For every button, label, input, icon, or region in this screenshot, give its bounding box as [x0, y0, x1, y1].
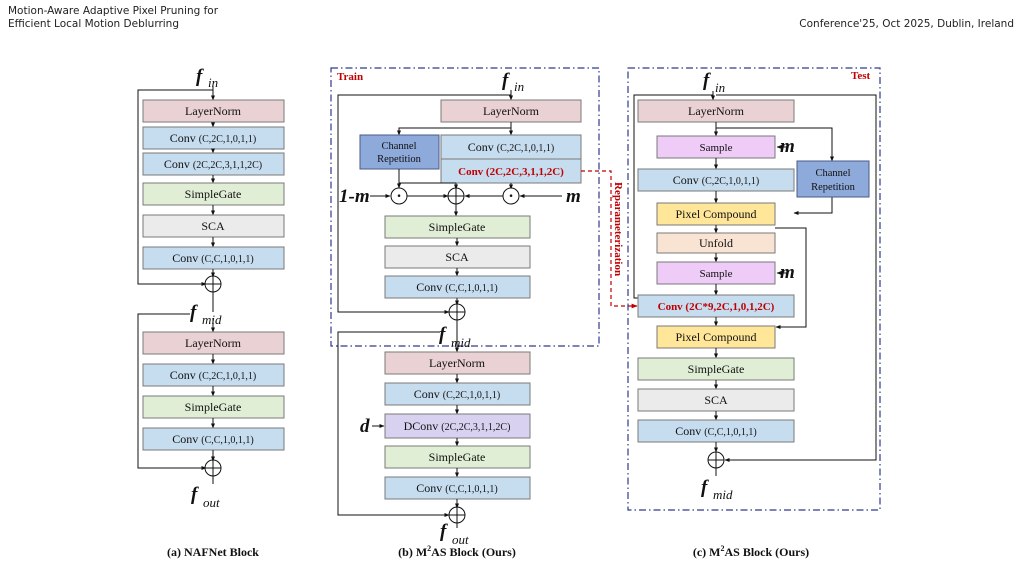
f-mid-symbol-b: f: [439, 324, 447, 345]
channel-repetition-label-2: Repetition: [377, 154, 421, 165]
f-mid-symbol-a: f: [190, 302, 198, 323]
unfold-label: Unfold: [699, 236, 733, 250]
reparameterization-label: Reparameterization: [612, 182, 624, 276]
conv-label: Conv (C,C,1,0,1,1): [172, 432, 254, 446]
add-icon: [204, 459, 222, 477]
dconv-label: DConv (2C,2C,3,1,1,2C): [404, 419, 511, 433]
conv-label: Conv (C,2C,1,0,1,1): [170, 131, 257, 145]
channel-repetition-block: [359, 134, 440, 170]
conv-reparam-label: Conv (2C*9,2C,1,0,1,2C): [658, 301, 775, 313]
conference-info: Conference'25, Oct 2025, Dublin, Ireland: [799, 18, 1014, 30]
f-mid-sub-b: mid: [451, 335, 471, 350]
multiply-icon: ·: [390, 187, 408, 205]
paper-title: Motion-Aware Adaptive Pixel Pruning for …: [8, 5, 218, 31]
channel-repetition-label-2: Repetition: [811, 182, 855, 193]
caption-a: (a) NAFNet Block: [167, 545, 259, 559]
conv-label: Conv (C,2C,1,0,1,1): [468, 140, 555, 154]
conv-label: Conv (C,C,1,0,1,1): [172, 251, 254, 265]
f-in-symbol-b: f: [502, 70, 510, 91]
add-icon: [448, 506, 466, 524]
channel-repetition-block: [796, 160, 870, 198]
f-mid-symbol-c: f: [701, 477, 709, 498]
layernorm-label: LayerNorm: [429, 356, 486, 370]
conv-block: [440, 134, 582, 160]
train-label: Train: [337, 71, 363, 83]
panel-b: Train f in LayerNorm Channel Repetition …: [330, 67, 600, 559]
paper-title-line2: Efficient Local Motion Deblurring: [8, 18, 179, 30]
sample-label: Sample: [700, 142, 733, 154]
simplegate-label: SimpleGate: [185, 400, 242, 414]
layernorm-label: LayerNorm: [185, 336, 242, 350]
sca-label: SCA: [445, 250, 469, 264]
conv-label: Conv (C,C,1,0,1,1): [675, 424, 757, 438]
d-label: d: [360, 416, 370, 437]
svg-text:·: ·: [508, 188, 513, 205]
add-icon: [447, 187, 465, 205]
layernorm-label: LayerNorm: [483, 104, 540, 118]
conv-reparam-label: Conv (2C,2C,3,1,1,2C): [458, 166, 564, 178]
f-out-sub-a: out: [203, 495, 220, 510]
sca-label: SCA: [201, 219, 225, 233]
f-in-symbol-c: f: [703, 70, 711, 91]
simplegate-label: SimpleGate: [429, 450, 486, 464]
caption-c: (c) M2AS Block (Ours): [693, 544, 809, 559]
m-label: m: [566, 186, 581, 207]
f-mid-sub-a: mid: [202, 312, 222, 327]
f-in-symbol-a: f: [196, 66, 204, 87]
svg-text:·: ·: [396, 188, 401, 205]
test-label: Test: [851, 70, 870, 82]
f-out-symbol-a: f: [191, 484, 199, 505]
f-out-symbol-b: f: [440, 521, 448, 542]
sample-label: Sample: [700, 268, 733, 280]
conv-label: Conv (C,C,1,0,1,1): [416, 481, 498, 495]
panel-a: f in LayerNorm Conv (C,2C,1,0,1,1) Conv …: [137, 66, 285, 559]
simplegate-label: SimpleGate: [688, 362, 745, 376]
dconv-block: [384, 413, 531, 439]
add-icon: [707, 451, 725, 469]
f-mid-sub-c: mid: [713, 487, 733, 502]
test-frame: [627, 67, 881, 511]
multiply-icon: ·: [502, 187, 520, 205]
f-in-sub-a: in: [208, 75, 218, 90]
caption-b: (b) M2AS Block (Ours): [398, 544, 516, 559]
layernorm-label: LayerNorm: [185, 104, 242, 118]
add-icon: [448, 303, 466, 321]
one-minus-m-label: 1-m: [339, 186, 370, 207]
panel-c: Test f in LayerNorm Sample m Channel Rep…: [627, 67, 881, 559]
channel-repetition-label-1: Channel: [816, 168, 851, 179]
channel-repetition-label-1: Channel: [382, 141, 417, 152]
conv-label: Conv (C,2C,1,0,1,1): [673, 173, 760, 187]
simplegate-label: SimpleGate: [185, 187, 242, 201]
conv-label: Conv (C,C,1,0,1,1): [416, 280, 498, 294]
simplegate-label: SimpleGate: [429, 220, 486, 234]
sca-label: SCA: [704, 393, 728, 407]
f-in-sub-b: in: [514, 79, 524, 94]
train-frame: [330, 67, 600, 347]
conv-label: Conv (2C,2C,3,1,1,2C): [164, 157, 262, 171]
layernorm-label: LayerNorm: [688, 104, 745, 118]
pixel-compound-label: Pixel Compound: [675, 207, 756, 221]
add-icon: [204, 275, 222, 293]
conv-label: Conv (C,2C,1,0,1,1): [170, 368, 257, 382]
f-out-sub-b: out: [452, 532, 469, 547]
f-in-sub-c: in: [715, 80, 725, 95]
reparameterization-arrow: Reparameterization: [581, 170, 638, 309]
paper-title-line1: Motion-Aware Adaptive Pixel Pruning for: [8, 5, 219, 17]
conv-label: Conv (C,2C,1,0,1,1): [414, 387, 501, 401]
pixel-compound-label: Pixel Compound: [675, 330, 756, 344]
